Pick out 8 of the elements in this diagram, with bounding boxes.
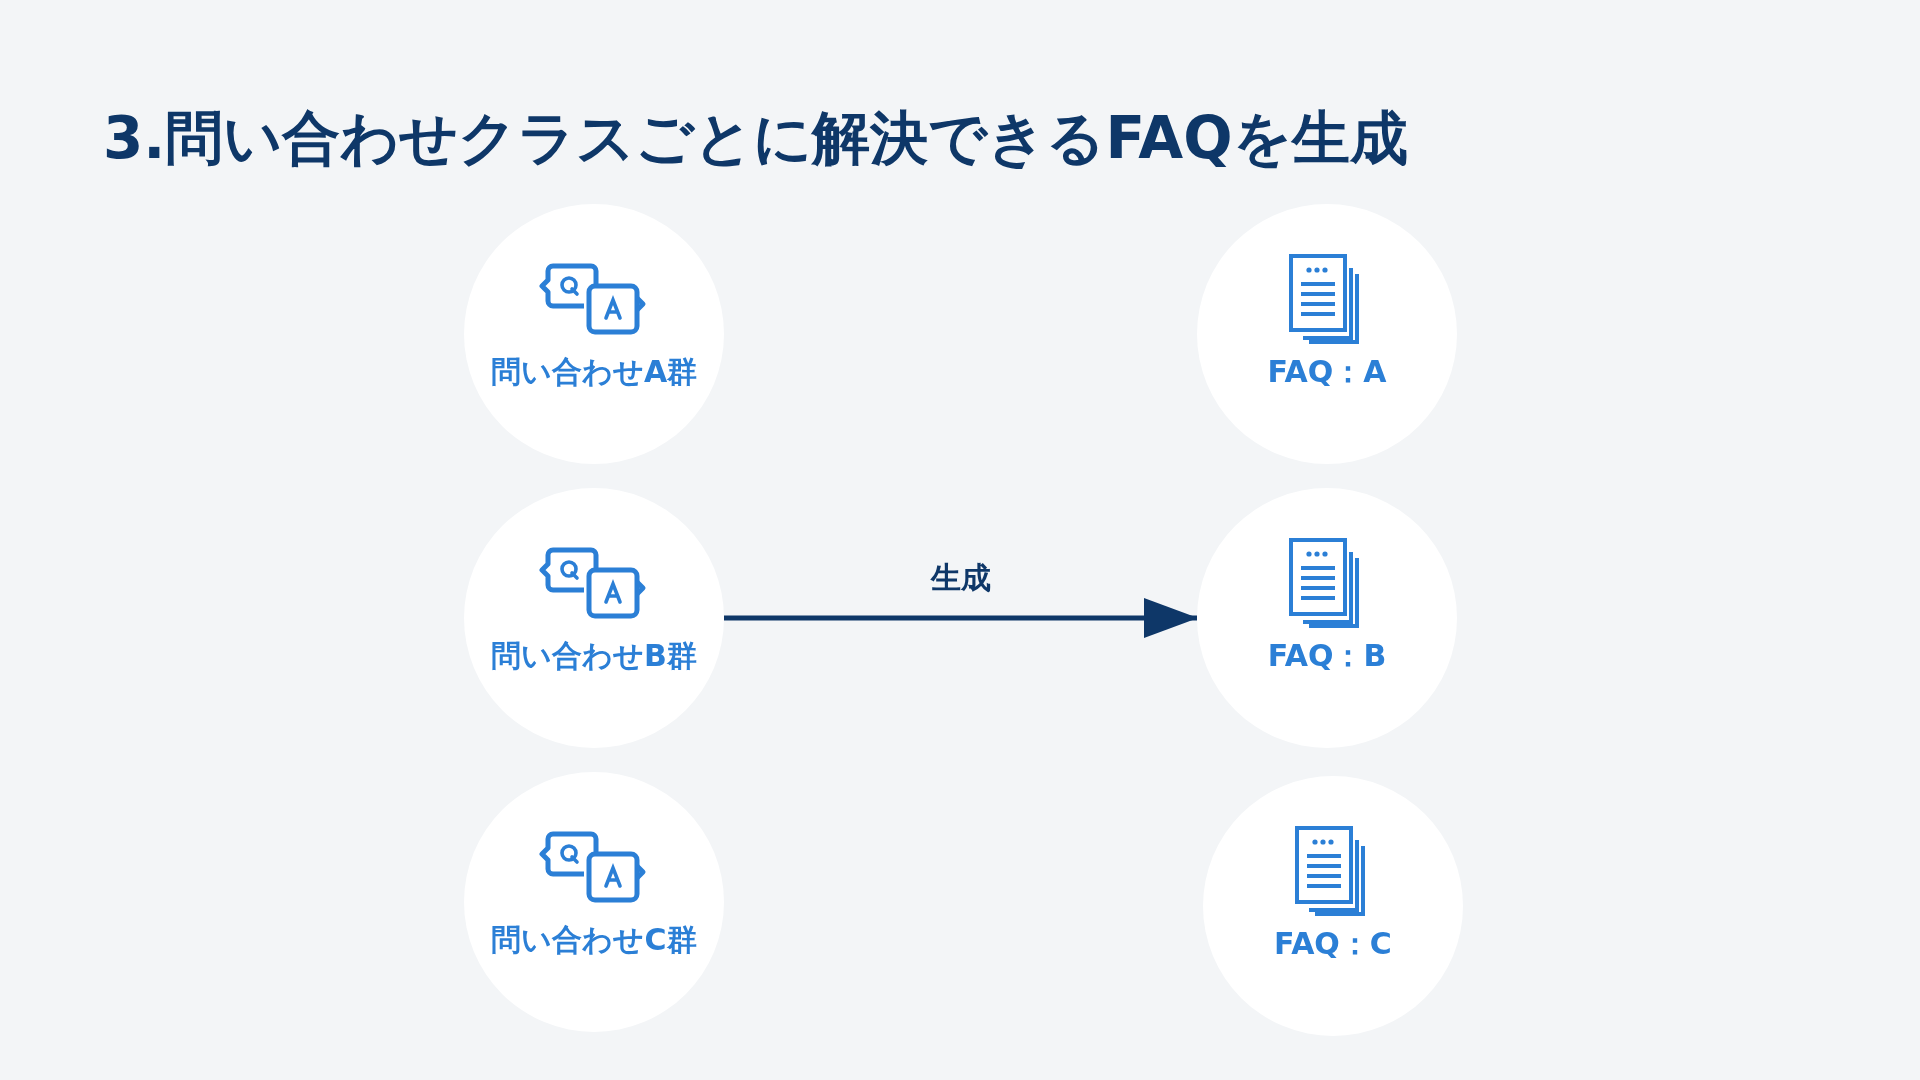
circle-label: 問い合わせA群 (489, 353, 699, 391)
circle-label: 問い合わせC群 (490, 921, 698, 959)
circle-label: FAQ：B (1266, 637, 1388, 675)
circle-label: FAQ：C (1273, 925, 1393, 963)
arrow (724, 598, 1198, 638)
title: 3.問い合わせクラスごとに解決できるFAQを生成 (103, 103, 1408, 174)
circle-label: 問い合わせB群 (490, 637, 698, 675)
circle-label: FAQ：A (1266, 353, 1388, 391)
